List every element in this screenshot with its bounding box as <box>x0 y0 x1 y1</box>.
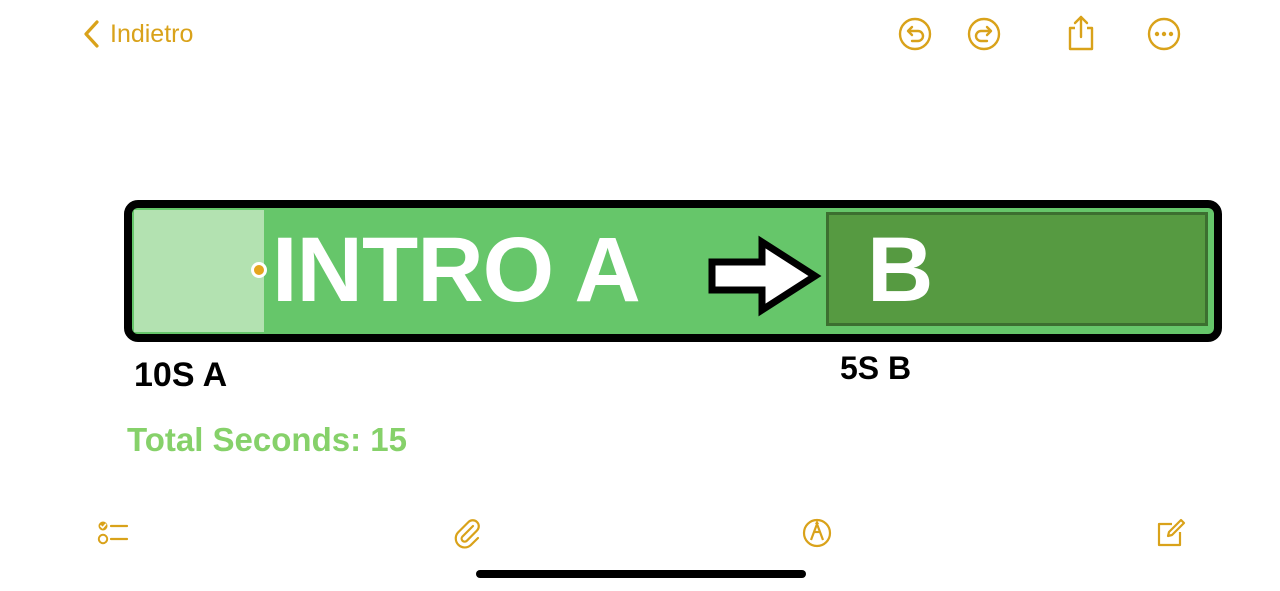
back-label: Indietro <box>110 19 194 48</box>
total-seconds: Total Seconds: 15 <box>127 421 407 458</box>
chevron-left-icon <box>82 19 102 49</box>
label-a: 10S A <box>134 356 228 394</box>
right-arrow-icon <box>702 234 822 318</box>
label-b: 5S B <box>840 350 912 386</box>
markup-icon <box>800 516 834 550</box>
share-icon <box>1063 14 1099 52</box>
text-cursor-handle[interactable] <box>251 262 267 278</box>
redo-button[interactable] <box>966 16 1002 52</box>
banner-b-text: B <box>867 219 934 321</box>
attachment-button[interactable] <box>450 516 484 550</box>
banner-a-zone <box>134 210 264 332</box>
home-indicator[interactable] <box>476 570 806 578</box>
more-button[interactable] <box>1146 16 1182 52</box>
undo-button[interactable] <box>897 16 933 52</box>
markup-button[interactable] <box>800 516 834 550</box>
redo-icon <box>966 16 1002 52</box>
undo-icon <box>897 16 933 52</box>
more-icon <box>1146 16 1182 52</box>
checklist-button[interactable] <box>96 516 130 550</box>
back-button[interactable]: Indietro <box>82 18 193 50</box>
banner-b-zone <box>826 212 1208 326</box>
intro-banner[interactable]: INTRO A B <box>124 200 1222 342</box>
compose-icon <box>1154 516 1188 550</box>
share-button[interactable] <box>1063 14 1099 52</box>
checklist-icon <box>96 516 130 550</box>
paperclip-icon <box>450 516 484 550</box>
compose-button[interactable] <box>1154 516 1188 550</box>
banner-main-text: INTRO A <box>272 219 641 321</box>
